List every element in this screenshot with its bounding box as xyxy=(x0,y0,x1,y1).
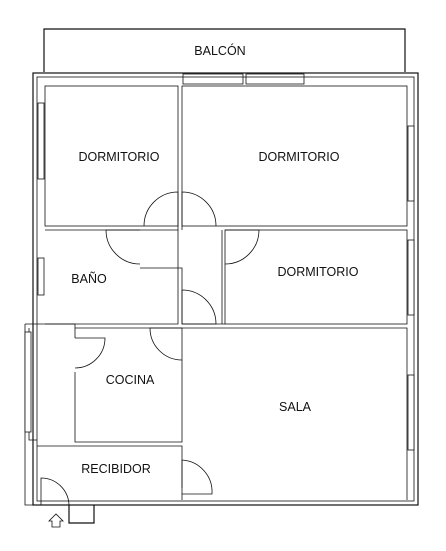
door-kitchen-living xyxy=(149,327,183,361)
label-bedroom-2: DORMITORIO xyxy=(258,150,339,164)
label-living-room: SALA xyxy=(279,400,312,414)
label-balcony: BALCÓN xyxy=(194,43,245,58)
window-left-bedroom xyxy=(37,102,45,180)
windows xyxy=(24,102,415,451)
label-bedroom-1: DORMITORIO xyxy=(78,150,159,164)
entrance-arrow-icon xyxy=(48,513,64,528)
door-right-bedroom xyxy=(181,191,217,227)
window-bathroom xyxy=(37,257,45,296)
door-bathroom xyxy=(105,229,141,265)
door-left-bedroom xyxy=(143,191,179,227)
label-kitchen: COCINA xyxy=(106,373,155,387)
label-hall: RECIBIDOR xyxy=(81,462,150,476)
balcony-window-right xyxy=(245,73,305,85)
interior-walls xyxy=(24,85,408,506)
balcony-window-left xyxy=(182,73,244,85)
door-living-room xyxy=(181,289,217,325)
window-living-room xyxy=(407,374,415,451)
window-middle-bedroom xyxy=(407,239,415,316)
door-hall-living xyxy=(181,459,213,495)
label-bedroom-3: DORMITORIO xyxy=(277,265,358,279)
window-kitchen xyxy=(24,331,32,433)
door-middle-bedroom xyxy=(224,229,260,265)
balcony xyxy=(43,28,406,85)
doors xyxy=(40,191,260,506)
door-kitchen-side xyxy=(74,337,106,369)
label-bathroom: BAÑO xyxy=(71,272,107,286)
window-right-bedroom xyxy=(407,125,415,202)
door-entrance xyxy=(40,477,70,506)
exterior-walls xyxy=(32,72,419,506)
